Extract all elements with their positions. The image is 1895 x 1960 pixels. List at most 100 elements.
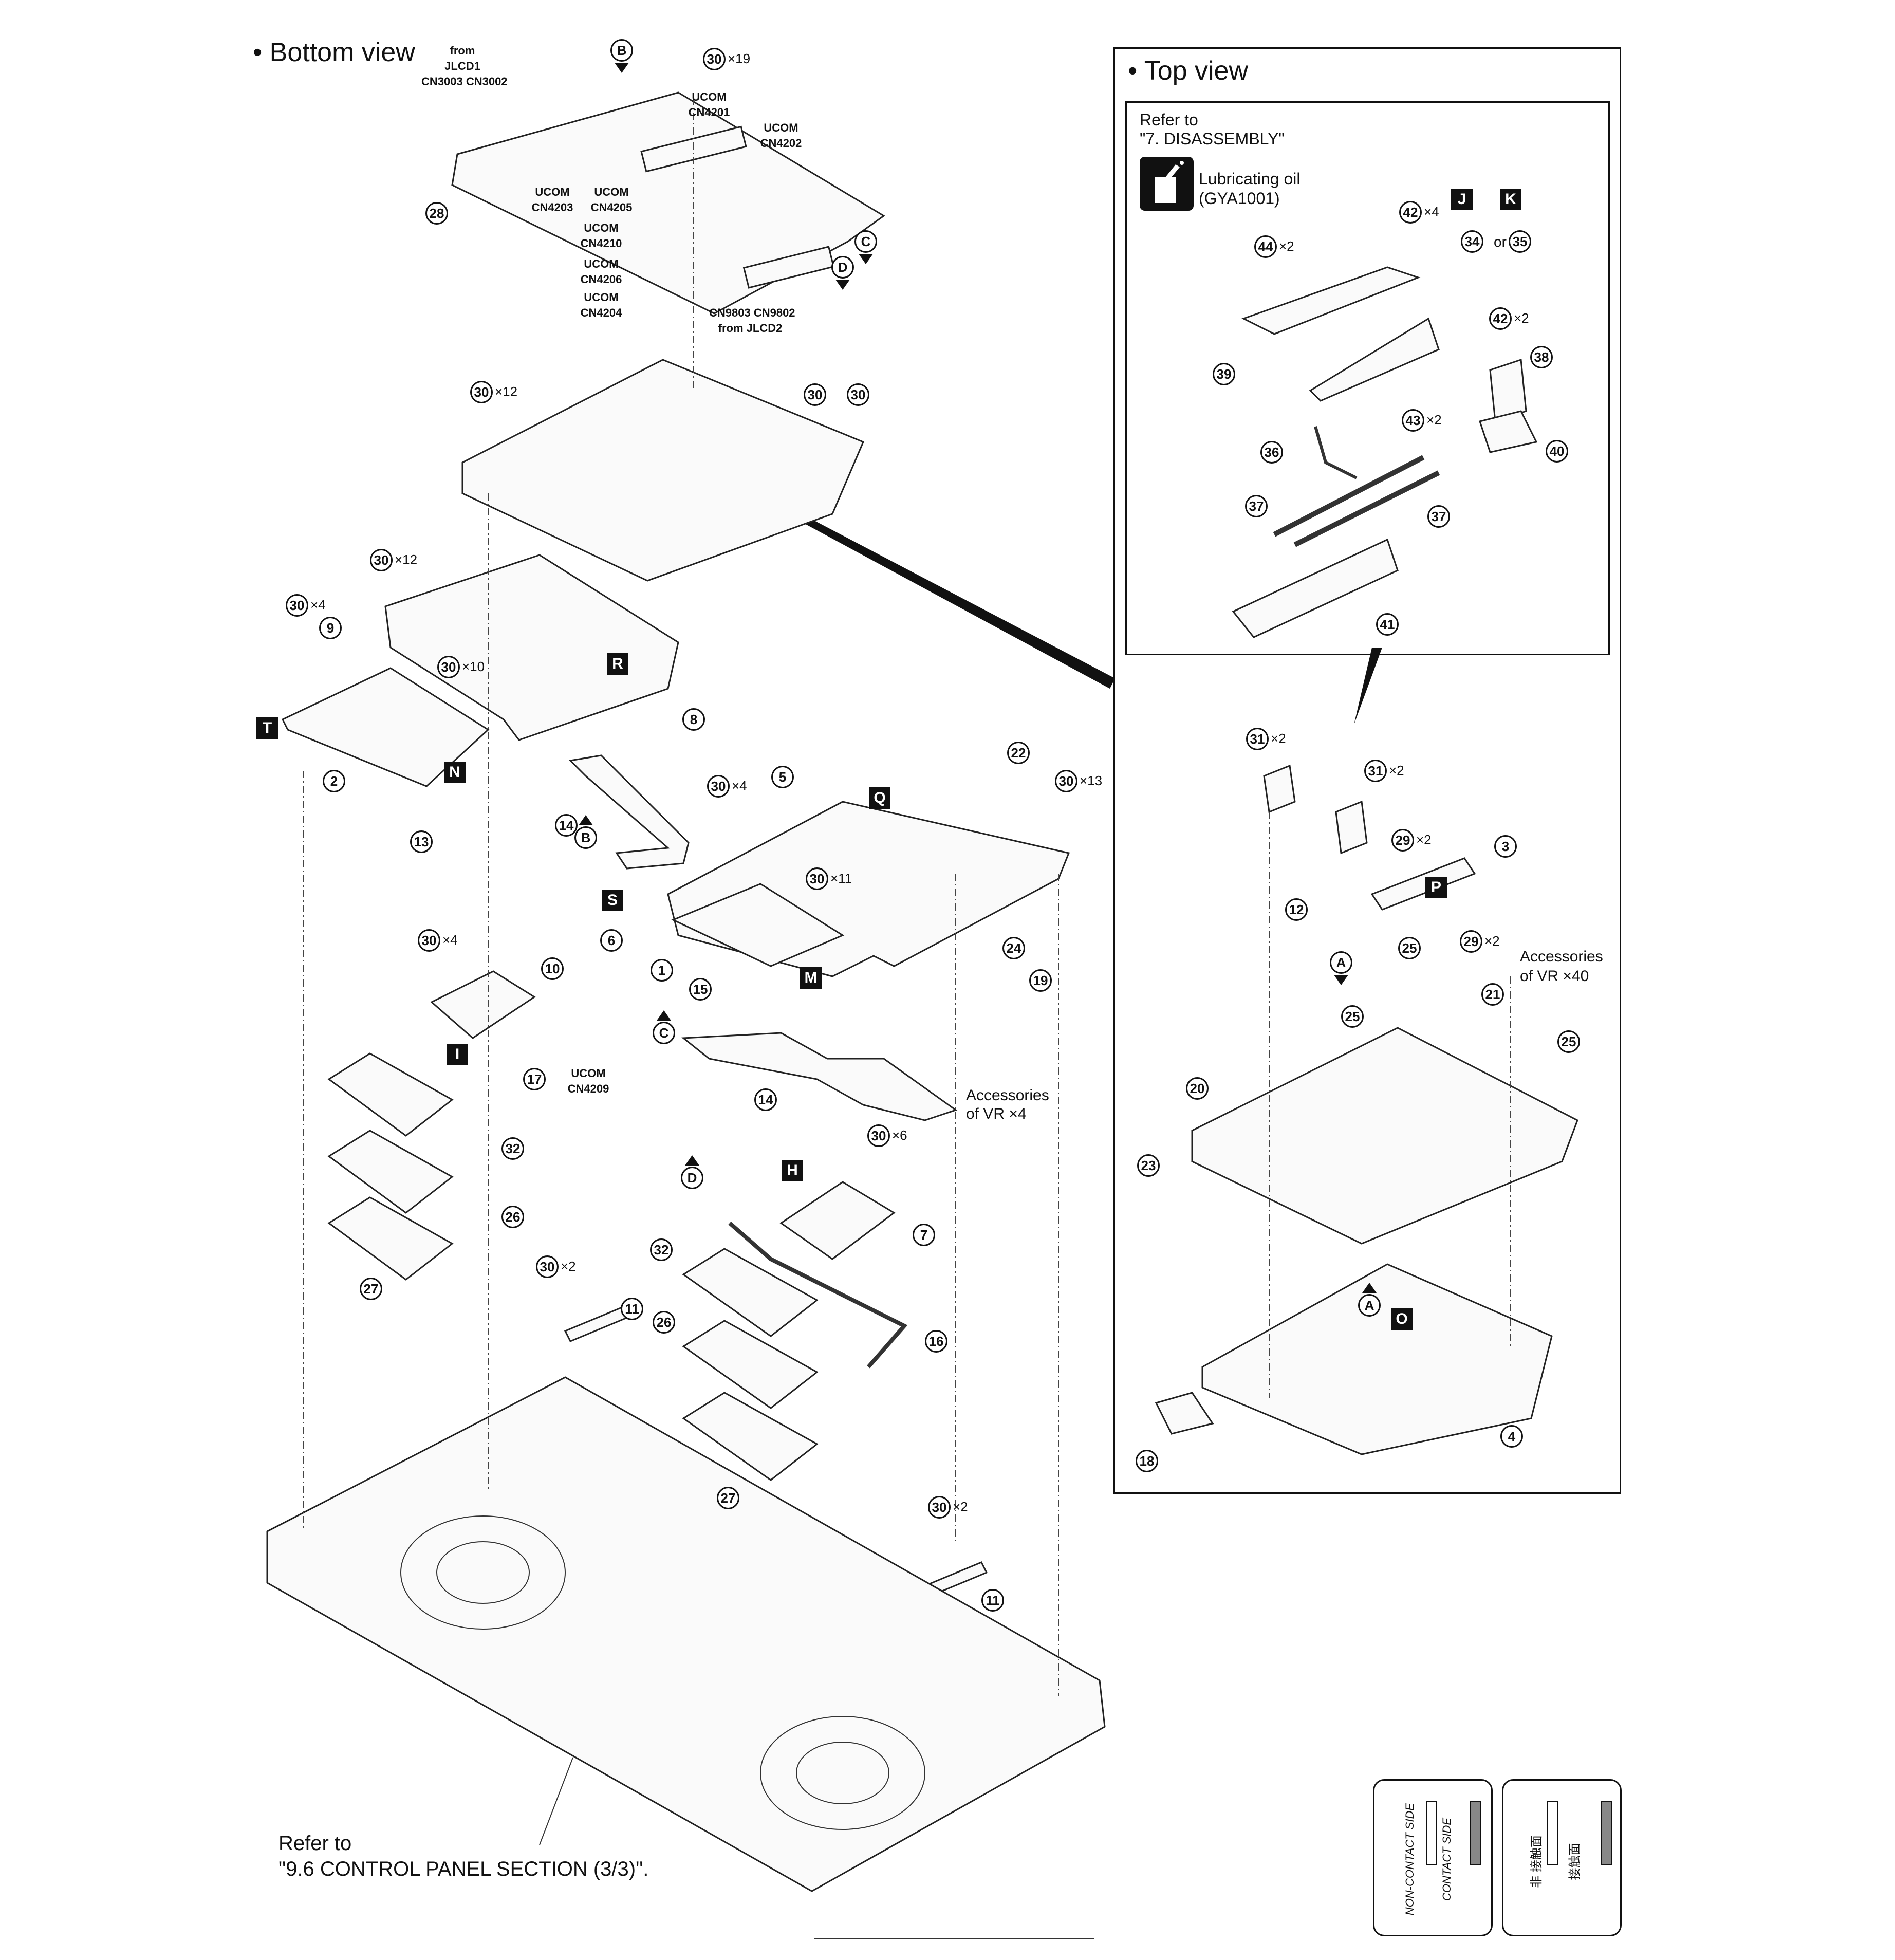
refer-leader	[539, 1757, 573, 1845]
jog-wheel-left	[400, 1515, 566, 1630]
section-marker-R: R	[607, 653, 628, 675]
section-marker-M: M	[800, 967, 822, 989]
section-marker-T: T	[256, 717, 278, 739]
connector-label: CN4205	[590, 201, 633, 214]
part-callout-30: 30	[703, 48, 726, 70]
part-callout-20: 20	[1186, 1077, 1209, 1100]
fader-31-left	[1263, 764, 1296, 813]
part-callout-16: 16	[925, 1330, 948, 1353]
frame-20-part	[1191, 1027, 1578, 1245]
part-quantity: ×2	[561, 1259, 576, 1274]
part-quantity: ×13	[1080, 773, 1103, 788]
part-callout-4: 4	[1500, 1425, 1523, 1448]
part-quantity: ×4	[1424, 204, 1439, 219]
part-callout-30: 30	[418, 929, 440, 952]
part-callout-23: 23	[1137, 1154, 1160, 1177]
flow-arrow-C: C	[854, 230, 877, 253]
contact-swatch	[1470, 1801, 1481, 1865]
control-panel-frame	[266, 1376, 1106, 1892]
part-callout-36: 36	[1260, 441, 1283, 464]
connector-label: UCOM	[584, 257, 619, 270]
bottom-view-refer-line1: Refer to	[278, 1832, 352, 1855]
pcb-1-part	[671, 883, 845, 967]
part-callout-41: 41	[1376, 613, 1399, 636]
slider-40-part	[1479, 410, 1538, 453]
part-callout-13: 13	[410, 830, 433, 853]
connector-label: UCOM	[692, 90, 727, 103]
part-callout-30: 30	[437, 656, 460, 678]
part-callout-18: 18	[1136, 1450, 1158, 1472]
pcb-10-part	[430, 970, 536, 1039]
part-callout-30: 30	[804, 383, 826, 406]
part-callout-34: 34	[1461, 230, 1483, 253]
mat-27-right	[682, 1392, 819, 1481]
jog-wheel-right-inner	[796, 1742, 889, 1804]
connector-label: UCOM	[594, 186, 629, 198]
part-callout-9: 9	[319, 617, 342, 639]
bracket-38-part	[1489, 358, 1527, 423]
part-callout-30: 30	[470, 381, 493, 403]
connector-label: CN4209	[567, 1082, 609, 1095]
flat-cable-14-upper	[568, 754, 690, 870]
rod-37-b	[1293, 470, 1440, 547]
part-callout-30: 30	[1055, 770, 1077, 792]
part-callout-32: 32	[650, 1238, 673, 1261]
connector-strip-2	[742, 246, 835, 289]
mat-32-left	[327, 1052, 454, 1137]
flow-arrow-D: D	[681, 1167, 703, 1189]
top-bracket-part	[451, 91, 885, 315]
flow-arrow-C: C	[653, 1022, 675, 1044]
top-view-refer-line2: "7. DISASSEMBLY"	[1140, 130, 1285, 148]
part-callout-11: 11	[981, 1589, 1004, 1612]
non-contact-swatch	[1426, 1801, 1437, 1865]
legend-jp-contact-label: 接触面	[1568, 1843, 1582, 1880]
flow-arrow-head-icon	[685, 1155, 699, 1166]
pcb-2-part	[281, 667, 490, 787]
section-marker-S: S	[602, 890, 623, 911]
harness-36-part	[1314, 426, 1358, 479]
part-callout-15: 15	[689, 978, 712, 1001]
flow-arrow-A: A	[1330, 951, 1352, 974]
part-callout-27: 27	[360, 1278, 382, 1300]
part-callout-27: 27	[717, 1487, 739, 1509]
connector-label: from	[450, 44, 475, 57]
connector-label: UCOM	[584, 221, 619, 234]
part-callout-37: 37	[1245, 495, 1268, 517]
part-callout-37: 37	[1427, 505, 1450, 528]
part-callout-28: 28	[425, 202, 448, 225]
part-callout-31: 31	[1246, 728, 1269, 750]
fader-31-right	[1335, 800, 1368, 855]
knob-18-part	[1155, 1392, 1214, 1435]
jog-wheel-right	[760, 1716, 925, 1830]
part-quantity: ×2	[1389, 763, 1404, 778]
oil-can-glyph	[1155, 161, 1184, 203]
accessories-label: Accessories	[966, 1087, 1049, 1104]
part-callout-2: 2	[323, 770, 345, 792]
part-quantity: ×2	[1416, 832, 1432, 847]
connector-label: CN4203	[531, 201, 573, 214]
top-view-panel	[1113, 47, 1621, 1494]
section-marker-K: K	[1500, 189, 1521, 210]
pcb-7-part	[779, 1181, 896, 1260]
section-marker-H: H	[782, 1160, 803, 1181]
flow-arrow-B: B	[610, 39, 633, 62]
part-quantity: ×2	[953, 1499, 968, 1514]
part-quantity: ×4	[732, 778, 747, 793]
part-callout-31: 31	[1364, 760, 1387, 782]
part-callout-5: 5	[771, 766, 794, 788]
pcb-4-part	[1201, 1263, 1553, 1455]
or-text: or	[1494, 234, 1507, 250]
part-callout-44: 44	[1254, 235, 1277, 258]
section-marker-O: O	[1391, 1308, 1413, 1330]
connector-label: UCOM	[571, 1067, 606, 1080]
connector-label: CN4202	[760, 137, 802, 150]
connector-label: CN4201	[688, 106, 730, 119]
section-marker-J: J	[1451, 189, 1473, 210]
flow-arrow-head-icon	[859, 254, 873, 264]
connector-label: UCOM	[584, 291, 619, 304]
part-quantity: ×2	[1279, 238, 1294, 254]
part-callout-6: 6	[600, 929, 623, 952]
part-callout-12: 12	[1285, 898, 1308, 921]
mat-27-left	[327, 1196, 454, 1281]
